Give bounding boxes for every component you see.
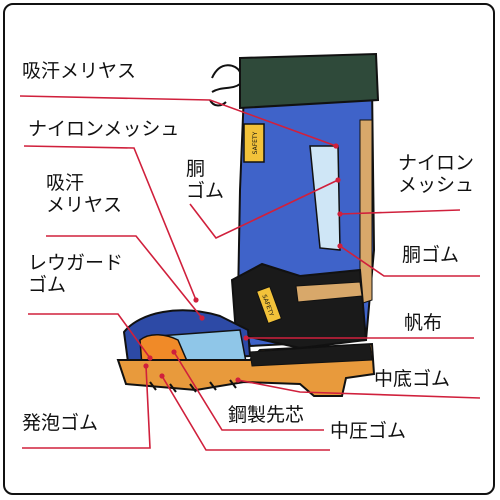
leader-kyukan-meriyasu-top	[19, 95, 337, 147]
label-dou-gomu-center: 胴 ゴム	[186, 158, 225, 202]
leader-chuatsu-gomu-dot	[159, 373, 165, 379]
boot-cuff	[239, 52, 380, 110]
leader-dou-gomu-center	[189, 179, 339, 240]
label-kyukan-meriyasu-top: 吸汗メリヤス	[22, 60, 137, 82]
ankle-panel	[230, 262, 368, 350]
ankle-safety-badge	[255, 285, 283, 325]
leader-nylon-mesh-left-dot	[193, 297, 199, 303]
leader-dou-gomu-center-dot	[335, 177, 341, 183]
leader-reguard-gomu	[28, 313, 151, 359]
leader-kousei-sakishin-dot	[171, 349, 177, 355]
label-chuatsu-gomu: 中圧ゴム	[330, 420, 407, 442]
mesh-window	[309, 145, 341, 251]
leader-reguard-gomu-dot	[147, 355, 153, 361]
label-nylon-mesh-left: ナイロンメッシュ	[28, 118, 180, 140]
leader-chuzoko-gomu-dot	[235, 377, 241, 383]
heel-black	[249, 343, 373, 367]
leader-hanpu-dot	[243, 335, 249, 341]
leader-nylon-mesh-left	[23, 145, 197, 301]
label-dou-gomu-right: 胴ゴム	[402, 244, 460, 266]
top-safety-badge-text: SAFETY	[252, 131, 259, 154]
label-nylon-mesh-right: ナイロン メッシュ	[398, 152, 475, 196]
label-happou-gomu: 発泡ゴム	[22, 412, 99, 434]
ankle-tan-band	[295, 281, 363, 303]
label-hanpu: 帆布	[404, 312, 443, 334]
sole-tread	[149, 379, 237, 393]
leader-dou-gomu-right-dot	[337, 243, 343, 249]
diagram-frame	[3, 3, 495, 495]
leader-dou-gomu-right	[339, 245, 480, 277]
back-seam	[359, 119, 373, 305]
leader-nylon-mesh-right-dot	[337, 211, 343, 217]
label-kyukan-meriyasu-left: 吸汗 メリヤス	[46, 172, 123, 216]
leader-kyukan-meriyasu-left-dot	[199, 315, 205, 321]
leader-happou-gomu-dot	[143, 363, 149, 369]
label-kousei-sakishin: 鋼製先芯	[228, 404, 305, 426]
leader-chuzoko-gomu	[237, 379, 481, 399]
leader-nylon-mesh-right	[339, 209, 461, 215]
label-reguard-gomu: レウガード ゴム	[28, 252, 124, 296]
label-chuzoko-gomu: 中底ゴム	[374, 368, 451, 390]
drawstring	[209, 64, 241, 107]
leader-chuatsu-gomu	[161, 375, 330, 451]
leader-happou-gomu	[22, 365, 151, 449]
top-safety-badge	[243, 123, 265, 163]
leader-kousei-sakishin	[173, 351, 324, 431]
leader-kyukan-meriyasu-top-dot	[333, 143, 339, 149]
leader-lines	[19, 95, 481, 451]
leader-kyukan-meriyasu-left	[46, 235, 203, 319]
